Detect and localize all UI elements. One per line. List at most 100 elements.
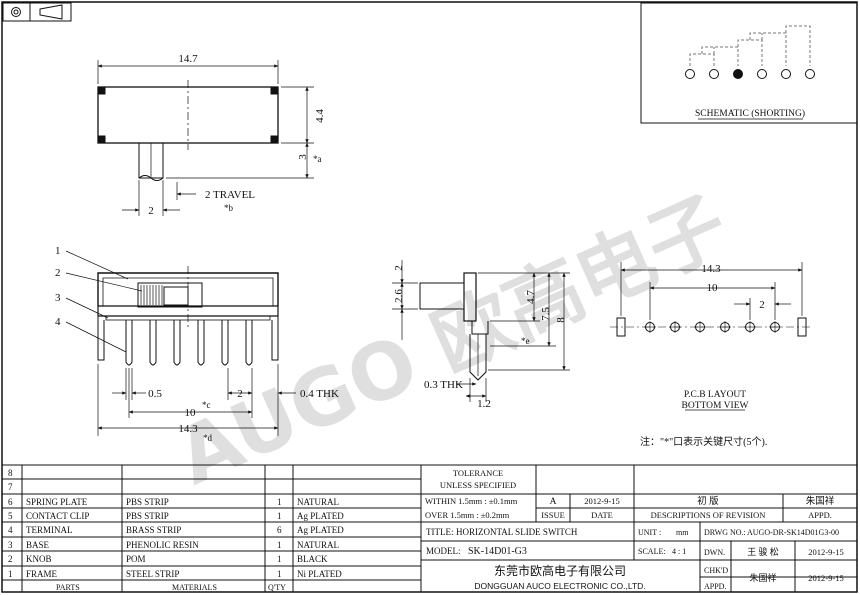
bom-part: FRAME (26, 569, 58, 579)
bom-part: SPRING PLATE (26, 497, 88, 507)
watermark: AUGO 欧高电子 (165, 180, 741, 503)
bom-header-materials: MATERIALS (172, 583, 217, 592)
chkd-name: 朱国祥 (749, 572, 776, 583)
bom-rows: 8 7 6 SPRING PLATE PBS STRIP 1 NATURAL 5… (8, 468, 344, 592)
dim-side-8: 8 (555, 317, 567, 323)
chkd-date: 2012-9-15 (808, 573, 843, 583)
tolerance-revision-grid (421, 464, 857, 523)
projection-symbol-icon (2, 2, 72, 22)
schematic-caption: SCHEMATIC (SHORTING) (695, 108, 805, 119)
pcb-caption-2: BOTTOM VIEW (682, 401, 749, 411)
bom-qty: 1 (277, 554, 282, 564)
tolerance-title: TOLERANCE (453, 468, 503, 478)
key-dimension-note: 注："*"口表示关键尺寸(5个). (640, 435, 767, 448)
bom-header-parts: PARTS (56, 583, 80, 592)
terminals (125, 320, 253, 366)
bom-finish: BLACK (297, 554, 328, 564)
dim-actuator-width-note: *b (224, 203, 234, 213)
bom-material: STEEL STRIP (126, 569, 179, 579)
company-cn: 东莞市欧高电子有限公司 (494, 563, 626, 578)
dim-pcb-143: 14.3 (701, 263, 721, 275)
schematic-diagram: SCHEMATIC (SHORTING) (640, 2, 858, 124)
dim-side-knob: 2 (393, 265, 405, 271)
bom-no: 6 (8, 497, 13, 507)
side-view (392, 260, 570, 402)
dim-pin-thickness: 0.4 THK (300, 388, 339, 400)
drwg-value: AUGO-DR-SK14D01G3-00 (747, 528, 839, 537)
bom-part: CONTACT CLIP (26, 511, 89, 521)
bom-part: KNOB (26, 554, 52, 564)
dim-pin-span: 10 (185, 407, 197, 419)
callout-3: 3 (55, 292, 61, 304)
bom-header-qty: Q'TY (268, 583, 286, 592)
dim-travel: 2 TRAVEL (205, 189, 255, 201)
revision-approved: 朱国祥 (806, 495, 835, 507)
revision-date: 2012-9-15 (584, 496, 619, 506)
dim-actuator-width: 2 (148, 205, 154, 217)
dim-pin-width: 0.5 (148, 388, 162, 400)
tolerance-over: OVER 1.5mm : ±0.2mm (425, 510, 510, 520)
scale-label: SCALE: (638, 547, 666, 556)
bom-no: 1 (8, 569, 13, 579)
dwn-date: 2012-9-15 (808, 547, 843, 557)
title-label: TITLE: (426, 527, 454, 537)
bom-finish: Ag PLATED (297, 511, 344, 521)
appd-label: APPD. (704, 582, 726, 591)
revision-col-issue: ISSUE (541, 510, 565, 520)
dim-base-length-note: *d (203, 433, 213, 443)
dim-pin-spacing: 2 (237, 388, 243, 400)
bom-qty: 1 (277, 497, 282, 507)
bom-part: TERMINAL (26, 525, 73, 535)
bom-material: PBS STRIP (126, 497, 169, 507)
revision-description: 初 版 (697, 495, 719, 507)
bom-no: 3 (8, 540, 13, 550)
title-value: HORIZONTAL SLIDE SWITCH (456, 527, 578, 537)
bom-qty: 6 (277, 525, 282, 535)
dim-top-length: 14.7 (178, 53, 198, 65)
callout-2: 2 (55, 267, 61, 279)
svg-text:AUGO 欧高电子: AUGO 欧高电子 (165, 180, 741, 503)
unit-label: UNIT : (638, 528, 661, 537)
dim-side-thickness: 0.3 THK (424, 379, 463, 391)
dim-side-47-note: *e (521, 336, 530, 346)
bom-material: PHENOLIC RESIN (126, 540, 199, 550)
bom-qty: 1 (277, 540, 282, 550)
tolerance-within: WITHIN 1.5mm : ±0.1mm (425, 496, 518, 506)
bom-no: 7 (8, 482, 13, 492)
model-label: MODEL: (426, 546, 461, 556)
bom-finish: Ni PLATED (297, 569, 342, 579)
unit-value: mm (676, 528, 689, 537)
front-view (65, 250, 296, 436)
dim-base-length: 14.3 (178, 423, 198, 435)
tolerance-subtitle: UNLESS SPECIFIED (440, 480, 516, 490)
dim-side-26: 2.6 (393, 289, 405, 303)
bom-finish: Ag PLATED (297, 525, 344, 535)
top-view (97, 60, 314, 216)
callout-1: 1 (55, 245, 61, 257)
dim-side-75: 7.5 (540, 307, 552, 321)
revision-mark: A (550, 497, 557, 507)
bom-no: 2 (8, 554, 13, 564)
revision-col-appd: APPD. (808, 510, 832, 520)
dim-actuator-height: 3 (297, 154, 309, 160)
bom-finish: NATURAL (297, 540, 339, 550)
schematic-pins (685, 69, 815, 79)
bom-qty: 1 (277, 511, 282, 521)
dim-pin-span-note: *c (202, 400, 211, 410)
dim-pcb-2: 2 (759, 299, 765, 311)
dim-actuator-height-note: *a (313, 154, 322, 164)
revision-col-date: DATE (591, 510, 613, 520)
model-value: SK-14D01-G3 (468, 546, 527, 557)
dim-top-height: 4.4 (314, 109, 326, 123)
callout-4: 4 (55, 316, 61, 328)
dim-pcb-10: 10 (707, 282, 719, 294)
title-block-grid (421, 522, 857, 592)
dim-side-12: 1.2 (477, 398, 491, 410)
bom-table (2, 464, 422, 592)
pcb-layout (610, 262, 812, 337)
revision-col-desc: DESCRIPTIONS OF REVISION (651, 510, 766, 520)
drwg-label: DRWG NO.: (704, 528, 746, 537)
